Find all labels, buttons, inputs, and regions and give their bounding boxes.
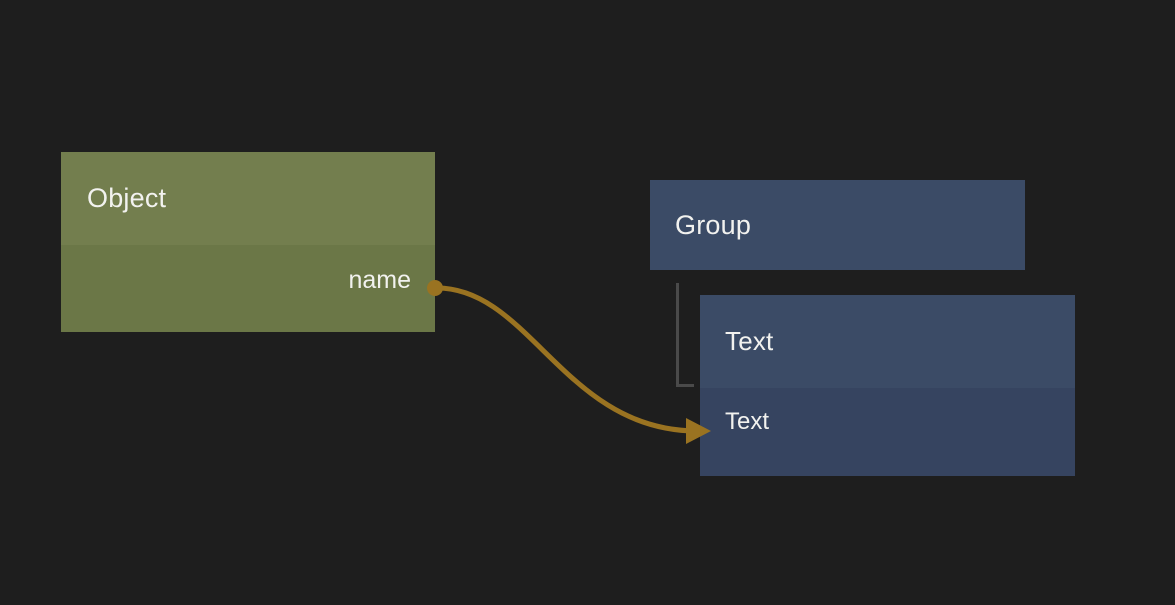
- node-text-title: Text: [725, 326, 774, 356]
- node-group-header[interactable]: Group: [650, 180, 1025, 270]
- port-label-text: Text: [725, 408, 770, 435]
- port-dot-name-output[interactable]: [427, 280, 443, 296]
- node-group-title: Group: [675, 209, 752, 240]
- node-object-body: name: [61, 245, 435, 332]
- node-text-header[interactable]: Text: [700, 295, 1075, 388]
- node-text-body: Text: [700, 388, 1075, 476]
- node-object[interactable]: Object name: [61, 152, 435, 332]
- node-group[interactable]: Group: [650, 180, 1025, 270]
- node-object-header[interactable]: Object: [61, 152, 435, 245]
- port-label-name: name: [348, 265, 411, 294]
- node-object-title: Object: [87, 183, 167, 213]
- port-row-text[interactable]: Text: [725, 388, 769, 456]
- edge-name-to-text[interactable]: [434, 285, 700, 434]
- hierarchy-bracket-group-to-text: [676, 283, 694, 387]
- node-text[interactable]: Text Text: [700, 295, 1075, 476]
- port-row-name[interactable]: name: [348, 245, 411, 315]
